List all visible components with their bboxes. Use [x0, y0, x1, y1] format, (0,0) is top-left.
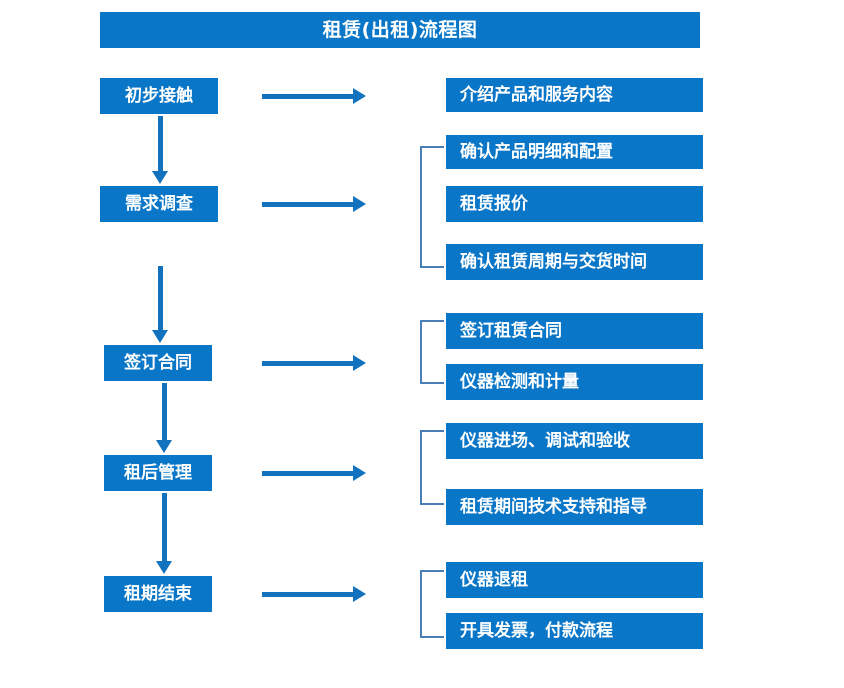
stage-label: 需求调查	[125, 193, 193, 214]
detail-label: 仪器检测和计量	[460, 371, 579, 392]
connector-arrow-down-2	[148, 266, 172, 343]
detail-label: 签订租赁合同	[460, 320, 562, 341]
arrow-shaft	[262, 591, 354, 597]
arrow-head-icon	[156, 561, 172, 574]
detail-box-rental-quotation[interactable]: 租赁报价	[446, 186, 703, 222]
connector-arrow-down-4	[152, 493, 176, 574]
stage-box-post-rental-management[interactable]: 租后管理	[104, 455, 212, 491]
detail-label: 租赁期间技术支持和指导	[460, 496, 647, 517]
arrow-head-icon	[156, 440, 172, 453]
arrow-shaft	[157, 266, 163, 330]
arrow-shaft	[262, 93, 354, 99]
stage-label: 初步接触	[125, 85, 193, 106]
arrow-shaft	[262, 201, 354, 207]
connector-arrow-down-3	[152, 383, 176, 453]
arrow-shaft	[157, 116, 163, 171]
detail-box-sign-lease-contract[interactable]: 签订租赁合同	[446, 313, 703, 349]
detail-box-confirm-product-details[interactable]: 确认产品明细和配置	[446, 135, 703, 169]
connector-arrow-right-1	[262, 84, 366, 108]
detail-box-instrument-installation[interactable]: 仪器进场、调试和验收	[446, 423, 703, 459]
diagram-title-bar: 租赁(出租)流程图	[100, 12, 700, 48]
stage-box-requirement-survey[interactable]: 需求调查	[100, 186, 218, 222]
group-bracket-sign-contract	[420, 320, 444, 384]
stage-label: 签订合同	[124, 352, 192, 373]
group-bracket-requirement-survey	[420, 146, 444, 268]
detail-box-introduce-products[interactable]: 介绍产品和服务内容	[446, 78, 703, 112]
arrow-shaft	[262, 360, 354, 366]
group-bracket-post-rental-management	[420, 430, 444, 505]
arrow-shaft	[161, 383, 167, 440]
stage-box-lease-end[interactable]: 租期结束	[104, 576, 212, 612]
detail-label: 仪器进场、调试和验收	[460, 430, 630, 451]
detail-box-confirm-lease-period[interactable]: 确认租赁周期与交货时间	[446, 244, 703, 280]
arrow-head-icon	[152, 330, 168, 343]
detail-label: 介绍产品和服务内容	[460, 84, 613, 105]
detail-box-technical-support[interactable]: 租赁期间技术支持和指导	[446, 489, 703, 525]
detail-label: 开具发票，付款流程	[460, 620, 613, 641]
diagram-title: 租赁(出租)流程图	[322, 18, 478, 41]
connector-arrow-right-5	[262, 582, 366, 606]
arrow-head-icon	[152, 171, 168, 184]
connector-arrow-down-1	[148, 116, 172, 184]
detail-label: 确认产品明细和配置	[460, 141, 613, 162]
stage-label: 租期结束	[124, 583, 192, 604]
detail-label: 确认租赁周期与交货时间	[460, 251, 647, 272]
arrow-head-icon	[353, 88, 366, 104]
connector-arrow-right-2	[262, 192, 366, 216]
arrow-head-icon	[353, 586, 366, 602]
connector-arrow-right-3	[262, 351, 366, 375]
detail-label: 仪器退租	[460, 569, 528, 590]
detail-box-invoice-payment[interactable]: 开具发票，付款流程	[446, 613, 703, 649]
detail-label: 租赁报价	[460, 193, 528, 214]
arrow-head-icon	[353, 355, 366, 371]
detail-box-instrument-return[interactable]: 仪器退租	[446, 562, 703, 598]
detail-box-instrument-inspection[interactable]: 仪器检测和计量	[446, 364, 703, 400]
connector-arrow-right-4	[262, 461, 366, 485]
arrow-shaft	[161, 493, 167, 561]
stage-box-initial-contact[interactable]: 初步接触	[100, 78, 218, 114]
arrow-head-icon	[353, 465, 366, 481]
arrow-head-icon	[353, 196, 366, 212]
stage-box-sign-contract[interactable]: 签订合同	[104, 345, 212, 381]
group-bracket-lease-end	[420, 570, 444, 638]
arrow-shaft	[262, 470, 354, 476]
stage-label: 租后管理	[124, 462, 192, 483]
